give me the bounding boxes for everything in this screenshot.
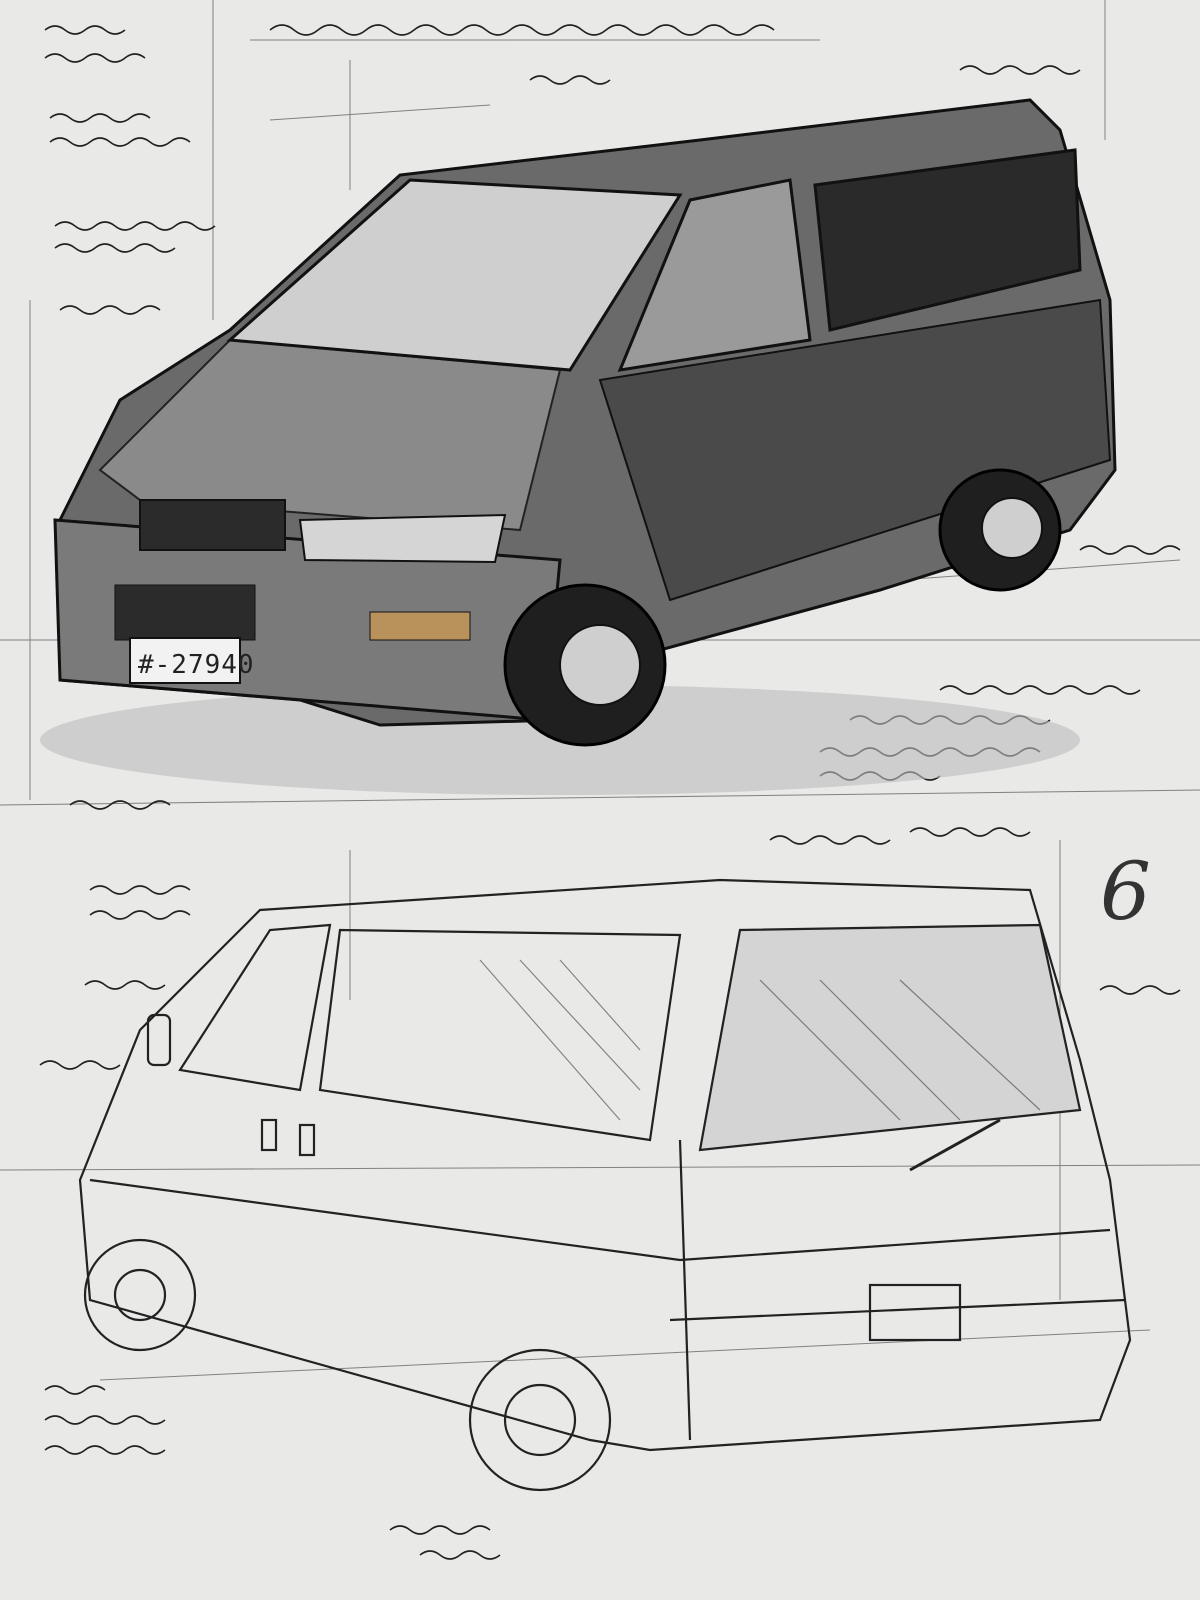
front-license-plate-text: #-27940 [138,650,255,680]
rear-view-van-sketch [78,878,1132,1492]
amber-fog-light [369,611,471,641]
side-windows [813,148,1082,332]
grille [139,499,286,551]
front-door-window [617,178,812,372]
hood [98,338,562,532]
view-number-label: 6 [1100,845,1151,938]
side-body-panel [598,298,1112,602]
rear-wheel-rim [981,497,1043,559]
lower-grille [114,584,256,641]
windshield [226,178,683,372]
front-view-van [40,98,1117,795]
license-plate [129,637,241,684]
front-wheel-rim [559,624,641,706]
headlight [298,513,507,564]
